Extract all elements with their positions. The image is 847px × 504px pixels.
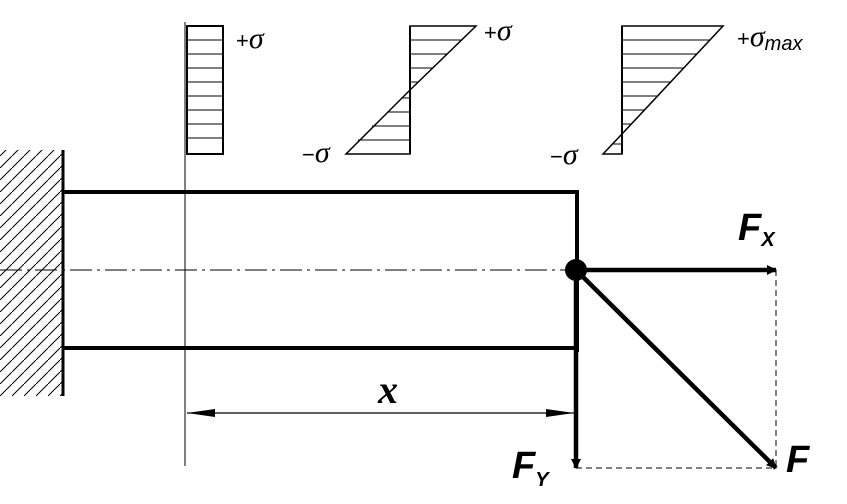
fixed-support xyxy=(0,150,65,396)
force-vectors xyxy=(571,265,778,470)
combined-top-label: +σmax xyxy=(737,20,803,55)
stress-diagram-uniform: +σ xyxy=(186,22,265,155)
bending-top-label: +σ xyxy=(484,14,513,47)
dimension-right-arrowhead xyxy=(546,409,574,417)
stress-diagram-combined: +σmax −σ xyxy=(550,20,803,171)
wall-hatching xyxy=(0,150,63,396)
bending-bottom-label: −σ xyxy=(302,136,331,169)
combined-tension-region xyxy=(621,25,725,136)
combined-bottom-label: −σ xyxy=(550,138,579,171)
beam xyxy=(0,190,579,352)
uniform-hatch-lines xyxy=(187,39,223,139)
force-f-arrow xyxy=(574,268,778,470)
dimension-left-arrowhead xyxy=(187,409,215,417)
combined-hatch-lines xyxy=(612,39,710,145)
force-fx-label: FX xyxy=(738,207,776,251)
force-fy-label: FY xyxy=(512,445,550,491)
stress-diagram-bending: +σ −σ xyxy=(302,14,513,169)
dimension-x-label: x xyxy=(377,367,398,412)
bending-hatch-lines xyxy=(358,39,462,141)
force-f-label: F xyxy=(786,439,811,481)
bending-compression-triangle xyxy=(344,88,411,155)
uniform-top-label: +σ xyxy=(236,22,265,55)
bending-tension-triangle xyxy=(409,25,478,92)
dimension-x: x xyxy=(187,367,574,417)
uniform-stress-block xyxy=(186,25,224,155)
